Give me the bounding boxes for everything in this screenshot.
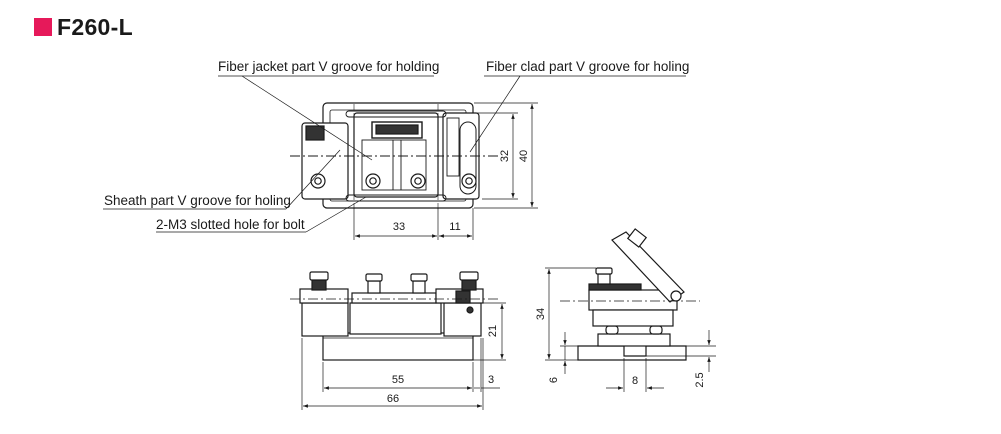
callout-clad-v-groove: Fiber clad part V groove for holing [486,59,689,74]
dim-33: 33 [393,221,405,233]
dim-8: 8 [632,375,638,387]
dim-2-5: 2.5 [694,372,706,387]
front-left-clamp [301,302,349,337]
dim-55: 55 [392,374,404,386]
top-view-dimensions [353,102,538,240]
callout-jacket-v-groove: Fiber jacket part V groove for holding [218,59,439,74]
side-flip-lid [611,231,685,303]
front-view [290,271,500,361]
dim-3: 3 [488,374,494,386]
callout-slotted-hole: 2-M3 slotted hole for bolt [156,217,305,232]
front-right-clamp [443,302,482,337]
title-block: F260-L [34,14,133,40]
dim-32: 32 [499,150,511,162]
side-view-dimensions [545,267,716,392]
callout-sheath-v-groove: Sheath part V groove for holing [104,193,291,208]
dim-11: 11 [449,221,460,233]
dim-40: 40 [518,150,530,162]
front-view-dimensions [301,302,506,410]
front-carriage [349,302,442,335]
dim-34: 34 [535,308,547,320]
callout-leaders [103,75,686,233]
side-view [560,228,700,361]
top-view [290,102,500,210]
dim-6: 6 [548,377,560,383]
model-title: F260-L [57,13,133,40]
side-base-plate [577,345,687,361]
front-base-plate [322,332,474,361]
dim-21: 21 [487,325,499,337]
dim-66: 66 [387,393,399,405]
brand-square-icon [34,18,52,36]
